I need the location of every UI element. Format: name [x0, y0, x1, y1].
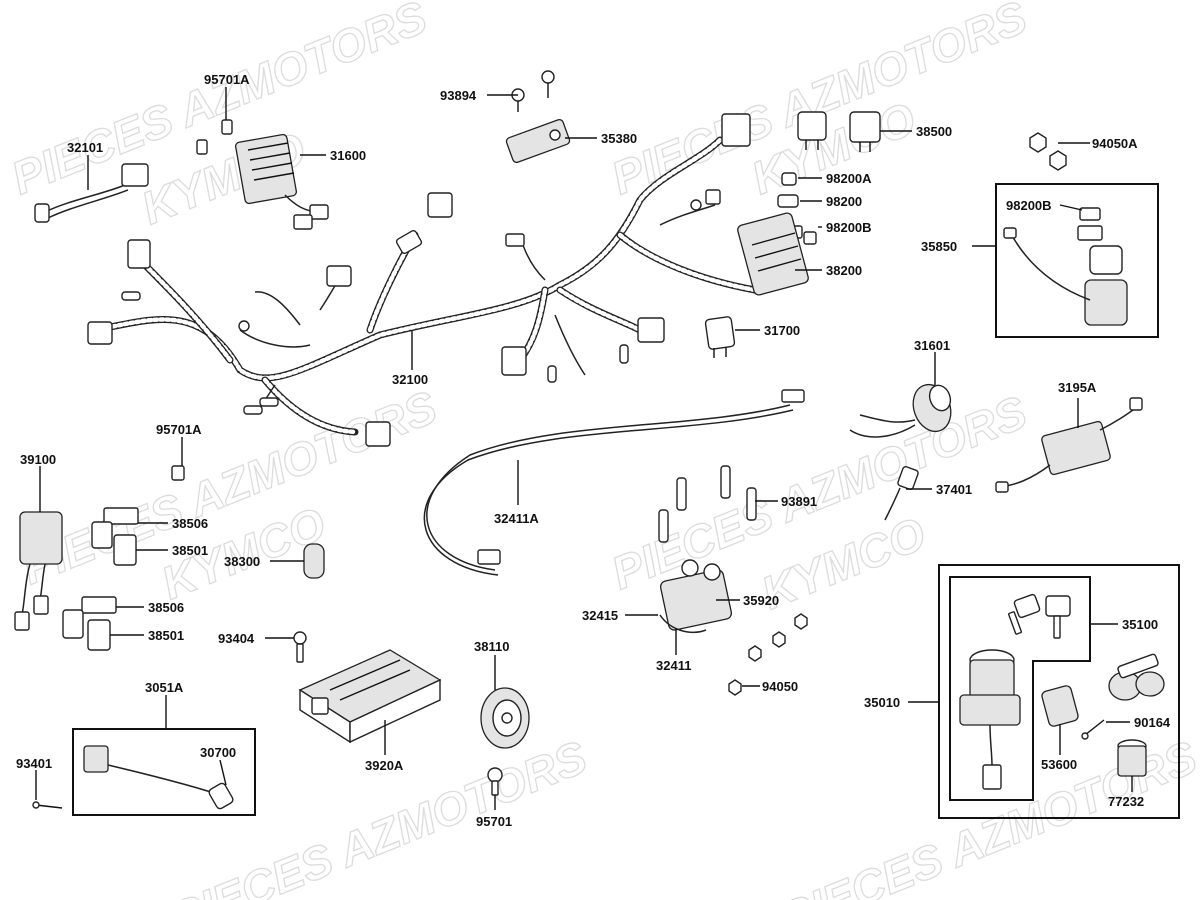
assembly-box-35010 — [938, 564, 1180, 819]
label-93401: 93401 — [16, 756, 52, 771]
leader-lines — [35, 87, 1133, 810]
label-39100: 39100 — [20, 452, 56, 467]
screws-93894 — [511, 70, 555, 112]
bolt-95701A-mid — [171, 465, 185, 481]
label-35100: 35100 — [1122, 617, 1158, 632]
ecu-3920A — [298, 649, 442, 744]
label-38506-a: 38506 — [172, 516, 208, 531]
relays-38500 — [797, 111, 881, 152]
label-95701A-mid: 95701A — [156, 422, 202, 437]
connector-35380 — [505, 119, 571, 163]
label-77232: 77232 — [1108, 794, 1144, 809]
label-3920A: 3920A — [365, 758, 404, 773]
label-35010: 35010 — [864, 695, 900, 710]
regulator-31600 — [234, 133, 329, 230]
wiring-harness-32100 — [87, 113, 759, 447]
sensor-harness-32101 — [34, 163, 149, 223]
assembly-box-35100 — [949, 576, 1091, 801]
part-labels: 95701A 32101 31600 93894 35380 38500 940… — [16, 72, 1171, 829]
spring-90164 — [1081, 719, 1105, 740]
ignition-coil-31601 — [849, 383, 952, 438]
label-94050: 94050 — [762, 679, 798, 694]
cdi-unit-3195A — [995, 397, 1143, 493]
label-38506-b: 38506 — [148, 600, 184, 615]
label-30700: 30700 — [200, 745, 236, 760]
label-32415: 32415 — [582, 608, 618, 623]
bolt-95701A-top — [196, 119, 233, 155]
keys-35100 — [1008, 593, 1071, 639]
label-98200B: 98200B — [826, 220, 872, 235]
label-53600: 53600 — [1041, 757, 1077, 772]
label-31700: 31700 — [764, 323, 800, 338]
relay-31700 — [704, 316, 736, 358]
label-35920: 35920 — [743, 593, 779, 608]
relay-sockets — [62, 507, 139, 651]
nut-94050A — [1029, 132, 1067, 171]
label-32100: 32100 — [392, 372, 428, 387]
buzzer-38300 — [303, 543, 325, 579]
bolt-93404 — [293, 631, 307, 663]
fuse-box-38200 — [737, 212, 809, 296]
label-3195A: 3195A — [1058, 380, 1097, 395]
nuts-94050 — [728, 613, 808, 696]
label-38501-a: 38501 — [172, 543, 208, 558]
cover-53600 — [1041, 685, 1079, 727]
label-32411: 32411 — [656, 658, 691, 673]
screw-93401 — [32, 801, 63, 809]
label-90164: 90164 — [1134, 715, 1171, 730]
label-38300: 38300 — [224, 554, 260, 569]
label-95701: 95701 — [476, 814, 512, 829]
assembly-box-3051A — [72, 728, 256, 816]
starter-relay-35920 — [659, 559, 733, 634]
label-98200A: 98200A — [826, 171, 872, 186]
sensor-30700 — [83, 745, 234, 810]
label-32411A: 32411A — [494, 511, 539, 526]
label-37401: 37401 — [936, 482, 972, 497]
label-98200B-box: 98200B — [1006, 198, 1052, 213]
label-3051A: 3051A — [145, 680, 184, 695]
label-35380: 35380 — [601, 131, 637, 146]
label-38110: 38110 — [474, 639, 509, 654]
label-93404: 93404 — [218, 631, 255, 646]
starter-relay-35850 — [1003, 207, 1128, 326]
label-31600: 31600 — [330, 148, 366, 163]
switch-37401 — [884, 466, 919, 521]
label-38501-b: 38501 — [148, 628, 184, 643]
seat-lock-parts — [1108, 653, 1165, 701]
ignition-switch-35010 — [959, 649, 1021, 790]
label-38500: 38500 — [916, 124, 952, 139]
battery-cable-32411A — [423, 389, 805, 576]
module-39100 — [14, 511, 63, 631]
label-31601: 31601 — [914, 338, 950, 353]
label-93894: 93894 — [440, 88, 477, 103]
assembly-box-35850 — [995, 183, 1159, 338]
label-95701A-top: 95701A — [204, 72, 250, 87]
label-32101: 32101 — [67, 140, 103, 155]
lock-77232 — [1117, 739, 1147, 777]
label-38200: 38200 — [826, 263, 862, 278]
label-93891: 93891 — [781, 494, 817, 509]
bolts-93891 — [658, 465, 757, 543]
label-35850: 35850 — [921, 239, 957, 254]
label-94050A: 94050A — [1092, 136, 1138, 151]
label-98200: 98200 — [826, 194, 862, 209]
horn-38110 — [480, 687, 530, 749]
